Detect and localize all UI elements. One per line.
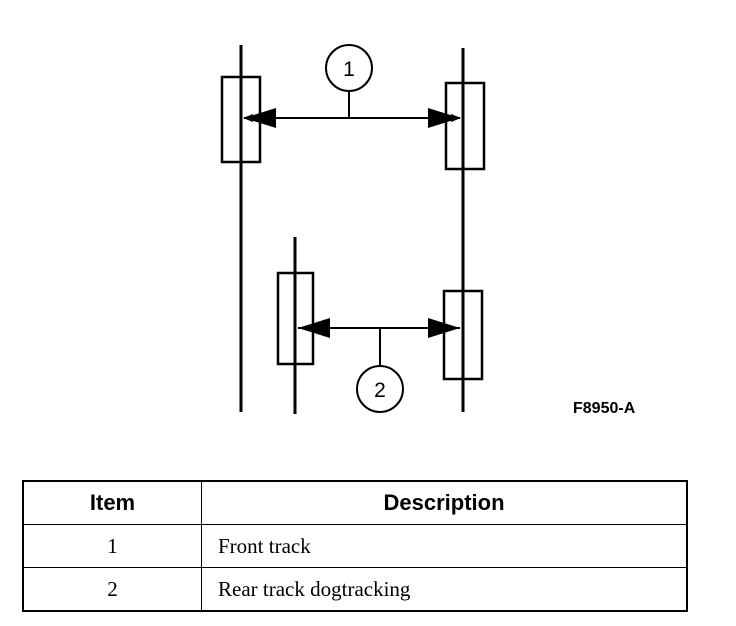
callout-2: 2 (356, 365, 404, 413)
legend-table: Item Description 1 Front track 2 Rear tr… (22, 480, 688, 612)
description-header: Description (201, 480, 688, 525)
table-row: 1 Front track (22, 524, 688, 568)
callout-2-label: 2 (374, 379, 386, 402)
track-diagram: 1 2 F8950-A (220, 44, 636, 417)
callout-1: 1 (325, 44, 373, 92)
figure-code: F8950-A (573, 400, 636, 417)
table-row: 2 Rear track dogtracking (22, 567, 688, 612)
item-description: Front track (201, 524, 688, 568)
item-description: Rear track dogtracking (201, 567, 688, 612)
item-number: 1 (22, 524, 202, 568)
front-track-arrow (243, 108, 461, 128)
item-number: 2 (22, 567, 202, 612)
item-header: Item (22, 480, 202, 525)
table-header-row: Item Description (22, 480, 688, 525)
callout-1-label: 1 (343, 58, 355, 81)
front-right-wheel (444, 81, 486, 171)
